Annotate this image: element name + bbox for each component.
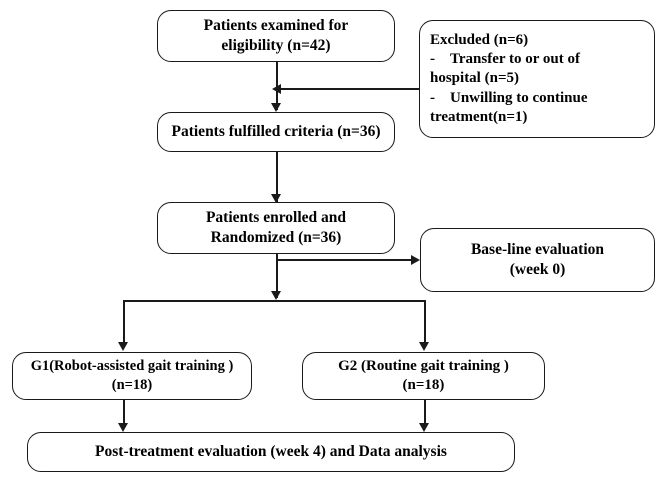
bullet-dash: -	[430, 51, 435, 68]
arrowhead-into-fulfilled	[271, 103, 281, 112]
arrowhead-into-baseline	[411, 255, 420, 265]
arrowhead-into-split-bar	[271, 291, 281, 300]
arrowhead-into-post-from-g2	[419, 423, 429, 432]
node-post-line-1: Post-treatment evaluation (week 4) and D…	[95, 443, 447, 461]
node-excluded-item-3-text: Unwilling to continue	[450, 89, 588, 106]
node-excluded-item-4-text: treatment(n=1)	[430, 108, 528, 125]
connector-g2-to-post	[424, 400, 426, 426]
node-g2-line-2: (n=18)	[402, 377, 445, 393]
node-excluded-item-2-text: hospital (n=5)	[430, 70, 519, 87]
node-excluded: Excluded (n=6) -Transfer to or out of ho…	[419, 20, 655, 138]
node-excluded-item-1-text: Transfer to or out of	[450, 51, 580, 68]
connector-excluded-to-trunk	[281, 88, 420, 90]
arrowhead-into-g2	[419, 342, 429, 351]
connector-split-to-g1	[123, 300, 125, 344]
node-fulfilled-line-1: Patients fulfilled criteria (n=36)	[171, 123, 381, 141]
node-excluded-item-1: -Transfer to or out of	[430, 50, 580, 69]
node-g2-line-1: G2 (Routine gait training )	[338, 357, 509, 374]
node-g1-line-2: (n=18)	[111, 377, 153, 393]
node-post-treatment-evaluation: Post-treatment evaluation (week 4) and D…	[27, 432, 515, 472]
connector-enrolled-to-baseline	[276, 259, 412, 261]
node-screened-line-2: eligibility (n=42)	[221, 37, 331, 54]
connector-enrolled-to-split	[276, 254, 278, 298]
node-baseline-line-2: (week 0)	[509, 261, 566, 278]
node-baseline-evaluation: Base-line evaluation (week 0)	[420, 228, 655, 292]
node-patients-fulfilled-criteria: Patients fulfilled criteria (n=36)	[157, 112, 395, 152]
connector-g1-to-post	[123, 400, 125, 426]
node-screened-line-1: Patients examined for	[203, 17, 349, 35]
node-excluded-item-4: treatment(n=1)	[430, 108, 527, 127]
node-excluded-item-3: -Unwilling to continue	[430, 89, 588, 108]
arrowhead-into-enrolled	[271, 194, 281, 203]
node-group2-routine-gait: G2 (Routine gait training ) (n=18)	[302, 352, 545, 400]
arrowhead-into-post-from-g1	[118, 423, 128, 432]
node-enrolled-line-1: Patients enrolled and	[205, 209, 347, 227]
node-excluded-heading: Excluded (n=6)	[430, 32, 529, 49]
split-bar-randomization	[123, 300, 426, 302]
node-baseline-line-1: Base-line evaluation	[470, 241, 605, 259]
node-g1-line-1: G1(Robot-assisted gait training )	[30, 358, 234, 375]
arrowhead-into-trunk-from-excluded	[272, 84, 281, 94]
node-excluded-item-2: hospital (n=5)	[430, 69, 519, 88]
node-enrolled-line-2: Randomized (n=36)	[210, 229, 342, 246]
arrowhead-into-g1	[118, 342, 128, 351]
bullet-dash: -	[430, 89, 435, 106]
connector-fulfilled-to-enrolled	[276, 152, 278, 202]
node-patients-enrolled-randomized: Patients enrolled and Randomized (n=36)	[157, 202, 395, 254]
node-group1-robot-assisted: G1(Robot-assisted gait training ) (n=18)	[12, 352, 252, 400]
node-patients-screened: Patients examined for eligibility (n=42)	[157, 10, 395, 62]
connector-split-to-g2	[424, 300, 426, 344]
